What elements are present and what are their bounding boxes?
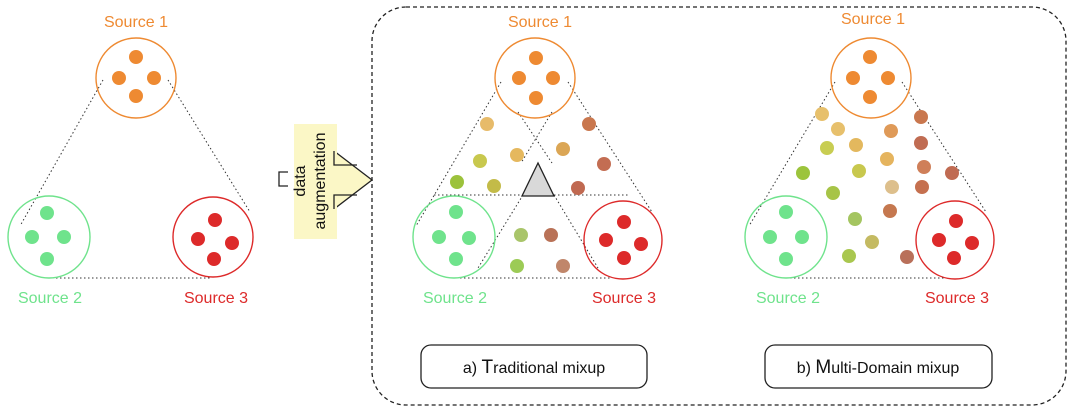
center-triangle [520, 161, 556, 197]
panel-a-caption-prefix: a) [463, 360, 482, 377]
panel-b-caption-initial: M [815, 357, 831, 378]
panel-b-caption-box [764, 344, 993, 389]
augmentation-arrow: data augmentation [278, 124, 374, 239]
panel-b-source2-dots [763, 205, 809, 266]
panel-a-source1-label: Source 1 [508, 14, 572, 31]
dashed-container [371, 6, 1067, 406]
arrow-label-line2: augmentation [312, 133, 329, 230]
panel-a-source3-circle [583, 200, 663, 280]
panel-a-caption: a) Traditional mixup [463, 357, 605, 378]
bracket-left [278, 171, 288, 187]
left-source1-dots [112, 50, 161, 103]
panel-b-triangle-outline [748, 81, 987, 279]
bracket-bottom [333, 194, 357, 209]
left-source3-circle [172, 196, 254, 278]
panel-a-caption-box [420, 344, 648, 389]
panel-b-source3-label: Source 3 [925, 290, 989, 307]
panel-a-source3-label: Source 3 [592, 290, 656, 307]
panel-b-source2-label: Source 2 [756, 290, 820, 307]
panel-b-source1-circle [830, 37, 912, 119]
panel-a-source2-label: Source 2 [423, 290, 487, 307]
panel-b-source2-circle [744, 195, 828, 279]
arrow-head [333, 149, 374, 211]
panel-b-source1-dots [846, 50, 895, 104]
left-source2-circle [7, 195, 91, 279]
panel-a-source2-circle [412, 195, 496, 279]
panel-a-mixed-dots [450, 117, 611, 273]
left-triangle-outline [19, 79, 251, 279]
left-source3-dots [191, 213, 239, 266]
panel-a: Source 1 Source 2 Source 3 a) Traditiona… [412, 14, 663, 389]
left-source1-label: Source 1 [104, 14, 168, 31]
left-source2-label: Source 2 [18, 290, 82, 307]
panel-a-source1-circle [494, 37, 576, 119]
panel-b-source3-circle [915, 200, 995, 280]
panel-b-mixed-dots [796, 107, 959, 264]
panel-b-caption: b) Multi-Domain mixup [797, 357, 960, 378]
left-source2-dots [25, 206, 71, 266]
panel-b-source3-dots [932, 214, 979, 265]
arrow-label-line1: data [292, 165, 309, 196]
arrow-label-box [294, 124, 337, 239]
left-source3-label: Source 3 [184, 290, 248, 307]
panel-b-caption-prefix: b) [797, 360, 816, 377]
panel-b: Source 1 Source 2 Source 3 b) Multi-Doma… [744, 11, 995, 389]
panel-a-caption-initial: T [482, 357, 494, 378]
panel-a-source2-dots [432, 205, 476, 266]
left-panel: Source 1 Source 2 Source 3 [7, 14, 254, 307]
panel-a-source1-dots [512, 51, 560, 105]
panel-b-source1-label: Source 1 [841, 11, 905, 28]
panel-b-caption-rest: ulti-Domain mixup [831, 360, 959, 377]
left-source1-circle [95, 37, 177, 119]
panel-a-caption-rest: raditional mixup [493, 360, 605, 377]
panel-a-source3-dots [599, 215, 648, 265]
bracket-top [333, 151, 357, 166]
